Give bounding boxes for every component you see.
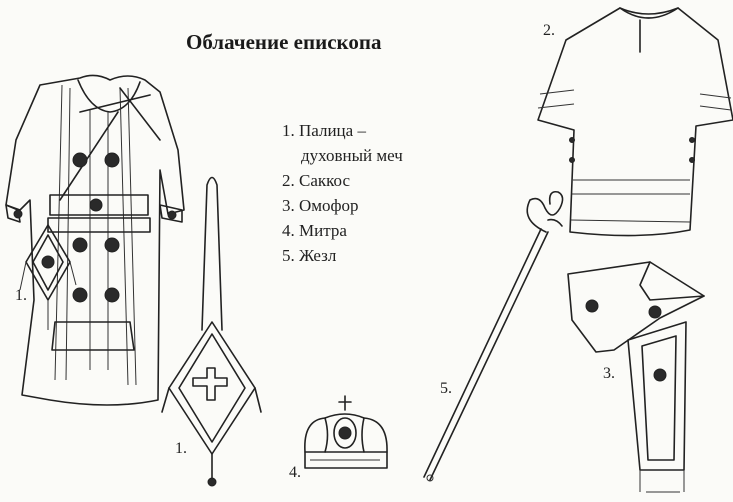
callout-epigonation: 1. [175,440,187,457]
legend-item: 5. Жезл [282,246,337,265]
legend-item: 3. Омофор [282,196,359,215]
legend-item: 2. Саккос [282,171,351,190]
legend-list: 1. Палица – духовный меч 2. Саккос 3. Ом… [282,118,403,268]
cross-emblem [13,152,177,303]
callout-epigonation-on-robe: 1. [15,287,27,304]
legend-item: духовный меч [301,146,403,165]
crozier-drawing [423,190,564,482]
sakkos-drawing [537,7,733,237]
vested-robe-drawing [5,74,185,406]
epigonation-drawing [161,176,262,487]
callout-sakkos: 2. [543,22,555,39]
legend-item: 4. Митра [282,221,347,240]
callout-mitre: 4. [289,464,301,481]
omophorion-drawing [567,261,705,493]
callout-omophorion: 3. [603,365,615,382]
legend-item: 1. Палица – [282,121,366,140]
page-title: Облачение епископа [186,30,382,54]
mitre-drawing [304,395,388,469]
callout-crozier: 5. [440,380,452,397]
